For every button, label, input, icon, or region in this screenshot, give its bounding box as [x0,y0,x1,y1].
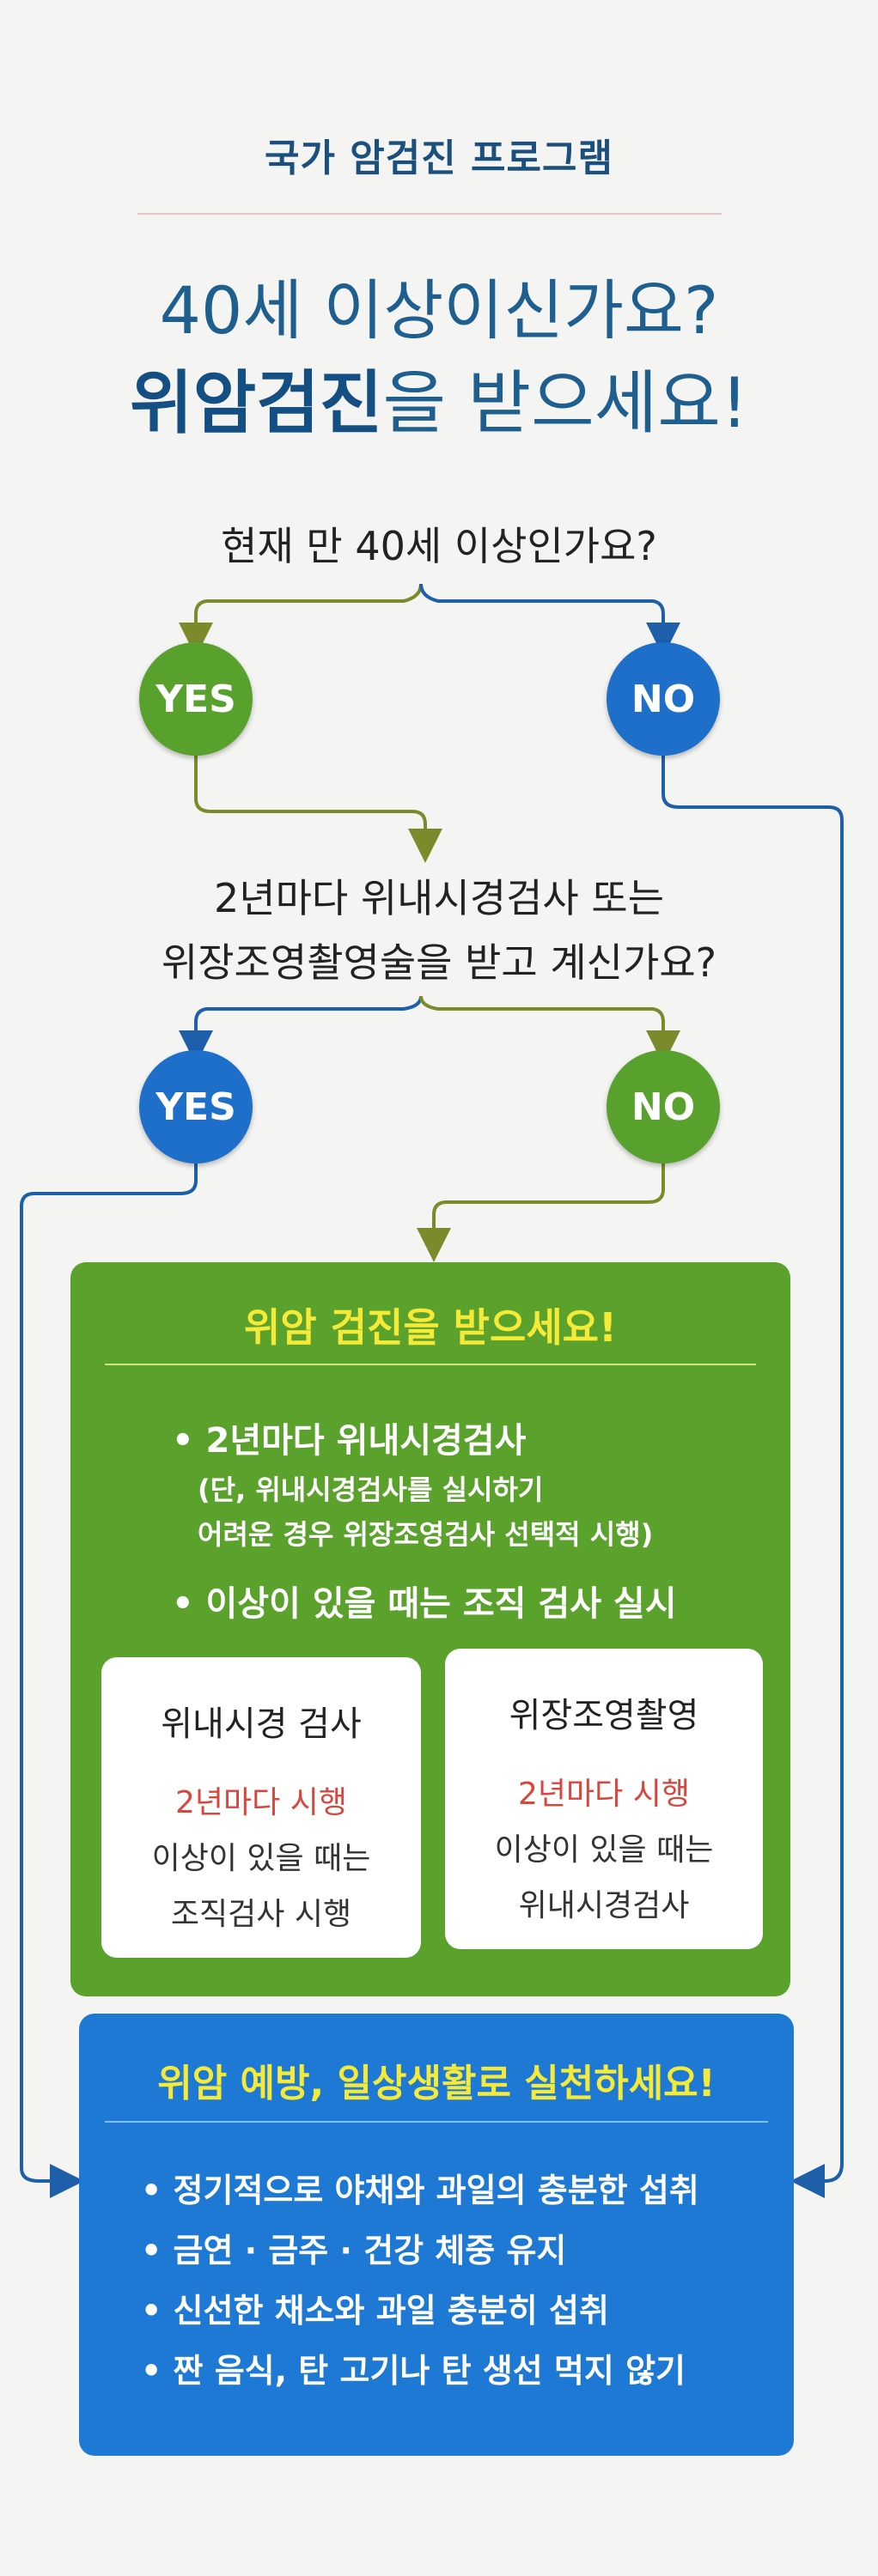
bullet-biopsy: • 이상이 있을 때는 조직 검사 실시 [172,1584,677,1624]
card-title: 위내시경 검사 [161,1704,362,1744]
yes1-to-q2 [194,756,442,863]
bullet-endoscopy: • 2년마다 위내시경검사 [172,1421,527,1461]
yes-label: YES [155,677,236,721]
yes-circle-screening: YES [139,1050,253,1163]
title-emphasis: 위암검진 [130,363,383,443]
q2-split-right [419,995,680,1065]
card-endoscopy: 위내시경 검사 2년마다 시행 이상이 있을 때는 조직검사 시행 [101,1657,421,1958]
green-box-title: 위암 검진을 받으세요! [244,1304,617,1351]
prevention-box: 위암 예방, 일상생활로 실천하세요! • 정기적으로 야채와 과일의 충분한 … [79,2014,794,2456]
yes2-to-bluebox [20,1163,198,2198]
no1-to-bluebox [662,756,844,2198]
question-screening-line2: 위장조영촬영술을 받고 계신가요? [161,939,717,986]
prevention-item: • 정기적으로 야채와 과일의 충분한 섭취 [141,2172,699,2209]
q1-split-left [179,583,423,657]
screening-recommendation-box: 위암 검진을 받으세요! • 2년마다 위내시경검사 (단, 위내시경검사를 실… [70,1262,790,1996]
card-line: 위내시경검사 [518,1888,690,1923]
q1-split-right [419,583,680,657]
card-upper-gi-series: 위장조영촬영 2년마다 시행 이상이 있을 때는 위내시경검사 [445,1649,763,1949]
yes-circle-age: YES [139,642,253,756]
no-circle-screening: NO [607,1050,720,1163]
program-subtitle: 국가 암검진 프로그램 [265,137,613,180]
blue-box-title: 위암 예방, 일상생활로 실천하세요! [157,2062,716,2105]
question-screening-line1: 2년마다 위내시경검사 또는 [213,875,665,921]
bullet-endoscopy-note2: 어려운 경우 위장조영검사 선택적 시행) [198,1518,654,1551]
bullet-endoscopy-note1: (단, 위내시경검사를 실시하기 [198,1473,544,1506]
no-label: NO [631,1084,696,1129]
no2-to-greenbox [417,1163,665,1262]
prevention-item: • 짠 음식, 탄 고기나 탄 생선 먹지 않기 [141,2352,686,2390]
green-box-divider [105,1364,756,1365]
blue-box-divider [105,2121,768,2123]
page-title-line2: 위암검진을 받으세요! [0,348,878,447]
card-line: 이상이 있을 때는 [151,1841,371,1876]
card-title: 위장조영촬영 [509,1696,699,1735]
no-circle-age: NO [607,642,720,756]
card-highlight: 2년마다 시행 [175,1785,347,1820]
title-rest: 을 받으세요! [382,363,748,443]
card-highlight: 2년마다 시행 [518,1777,690,1812]
q2-split-left [179,995,423,1065]
card-line: 이상이 있을 때는 [494,1832,714,1868]
card-line: 조직검사 시행 [170,1897,352,1932]
yes-label: YES [155,1084,236,1129]
page-title-line1: 40세 이상이신가요? [159,272,719,349]
prevention-item: • 신선한 채소와 과일 충분히 섭취 [141,2292,609,2330]
prevention-item: • 금연 · 금주 · 건강 체중 유지 [141,2232,567,2269]
question-age: 현재 만 40세 이상인가요? [221,523,657,569]
no-label: NO [631,677,696,721]
title-divider [137,213,722,215]
